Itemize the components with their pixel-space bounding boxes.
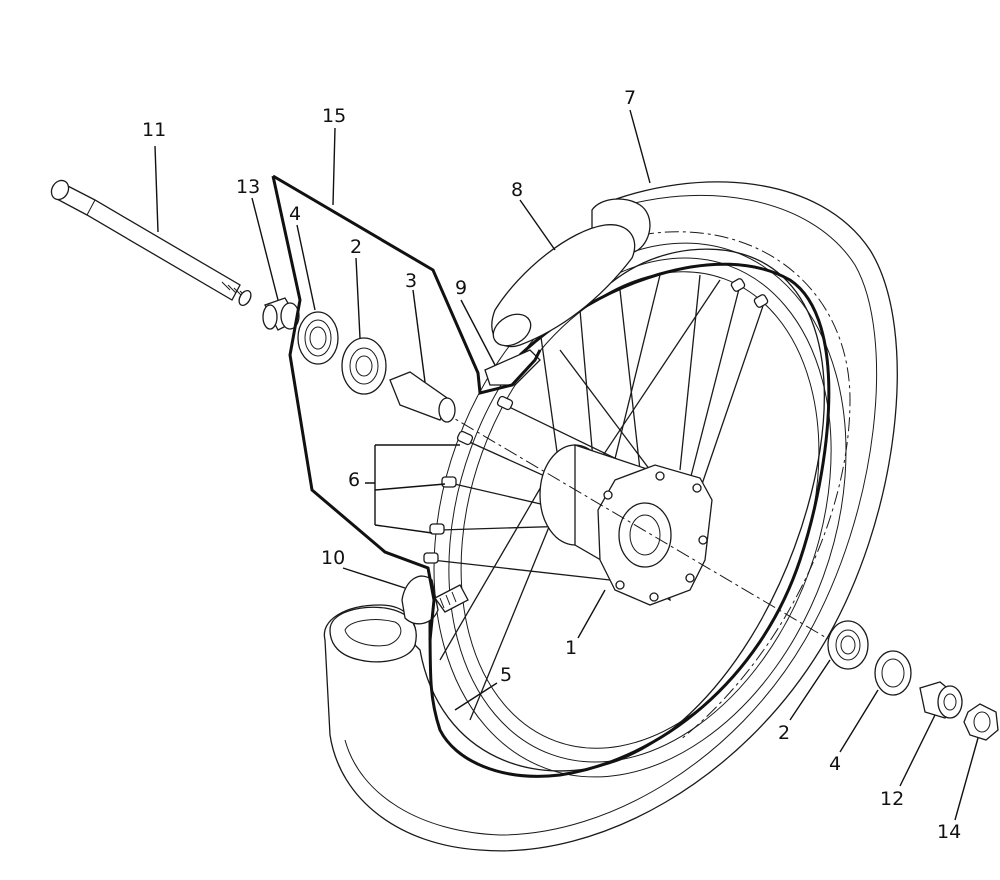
hub (539, 444, 713, 606)
callout-10: 10 (321, 547, 345, 569)
callout-3: 3 (405, 270, 417, 292)
bearing-left (341, 337, 387, 395)
callout-6: 6 (348, 469, 360, 491)
axle-centerline (439, 409, 831, 641)
callout-8: 8 (511, 179, 523, 201)
callout-4-left: 4 (289, 203, 301, 225)
axle-nut-14 (963, 703, 999, 741)
callout-11: 11 (142, 119, 166, 141)
callout-14: 14 (937, 821, 961, 843)
group-15-outline (271, 174, 542, 641)
callout-4-right: 4 (829, 753, 841, 775)
spacer-13 (262, 297, 300, 331)
callout-5: 5 (500, 664, 512, 686)
tube-8 (484, 224, 636, 386)
collar-3 (389, 371, 456, 423)
valve-10 (401, 575, 469, 625)
callout-12: 12 (880, 788, 904, 810)
callout-9: 9 (455, 277, 467, 299)
bearing-right (827, 620, 869, 670)
leader-lines (154, 109, 979, 821)
callout-15: 15 (322, 105, 346, 127)
callout-2-right: 2 (778, 722, 790, 744)
tire (323, 181, 898, 852)
callout-13: 13 (236, 176, 260, 198)
rim-strip-outline (428, 262, 831, 778)
callout-7: 7 (624, 87, 636, 109)
collar-12 (919, 681, 963, 719)
callout-2-left: 2 (350, 236, 362, 258)
axle (50, 179, 252, 307)
oil-seal-left (297, 311, 339, 365)
callout-1: 1 (565, 637, 577, 659)
oil-seal-right (874, 650, 912, 696)
